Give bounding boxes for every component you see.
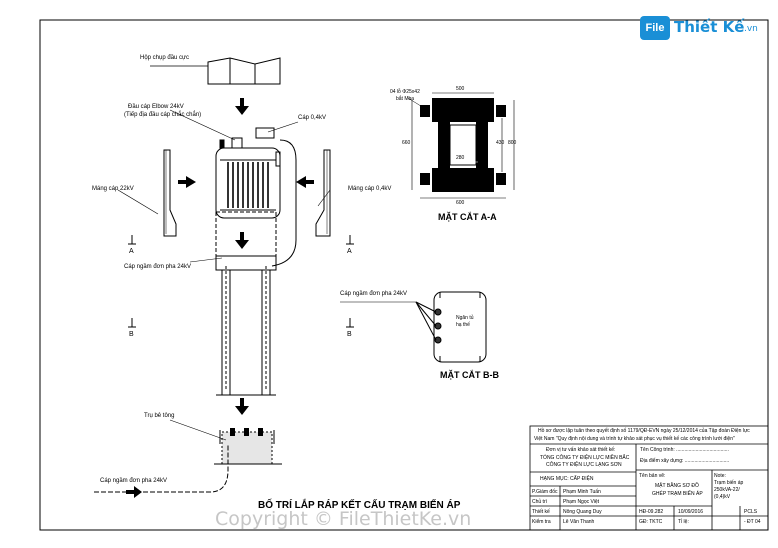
tb-stage: GĐ: TKTC	[639, 519, 663, 525]
aa-dim-right-a: 430	[496, 140, 505, 146]
support-column	[215, 255, 277, 396]
tb-name-3: Lê Văn Thanh	[563, 519, 595, 525]
tb-name-2: Nông Quang Duy	[563, 509, 602, 515]
tb-drawing-1: MẶT BẰNG SƠ ĐỒ	[655, 483, 699, 489]
section-b-right: B	[347, 331, 352, 338]
aa-dim-left: 660	[402, 140, 411, 146]
cable-tray-04kv	[315, 149, 331, 237]
label-elbow-2: (Tiếp địa đầu cáp chắc chắn)	[124, 112, 202, 118]
label-terminal-cover: Hộp chụp đầu cực	[140, 55, 190, 61]
tb-hd-code: HĐ-09.282	[639, 509, 664, 515]
cable-tray-22kv	[163, 149, 177, 237]
section-aa-title: MẶT CẮT A-A	[438, 212, 497, 222]
section-a-left: A	[129, 248, 134, 255]
base-frame	[215, 211, 277, 257]
tb-consultant-label: Đơn vị tư vấn khảo sát thiết kế:	[546, 447, 616, 453]
aa-dim-right-b: 800	[508, 140, 517, 146]
tb-note-3: (0,4)kV	[714, 494, 731, 500]
label-cable-04-top: Cáp 0,4kV	[298, 115, 327, 121]
section-a-right: A	[347, 248, 352, 255]
bb-box-text-2: hạ thế	[456, 322, 470, 328]
main-title: BỐ TRÍ LẮP RÁP KẾT CẤU TRẠM BIẾN ÁP	[258, 500, 461, 511]
tb-note-1: Trạm biến áp	[714, 480, 744, 486]
tb-note-label: Note:	[714, 473, 726, 479]
bb-box-text-1: Ngăn tủ	[456, 315, 474, 321]
section-aa-drawing	[407, 92, 515, 199]
logo-name: Thiết Kế	[674, 18, 745, 36]
section-marks	[128, 235, 354, 328]
label-elbow-1: Đầu cáp Elbow 24kV	[128, 104, 184, 110]
tb-company-1: TỔNG CÔNG TY ĐIỆN LỰC MIỀN BẮC	[540, 455, 630, 461]
tb-note-2: 250kVA-22/	[714, 487, 740, 493]
label-buried-cable-1: Cáp ngầm đơn pha 24kV	[124, 264, 191, 270]
site-logo[interactable]: File Thiết Kế .vn	[640, 14, 760, 42]
arrow-down-1	[235, 98, 249, 115]
tb-category: HẠNG MỤC: CẤP ĐIỆN	[540, 476, 594, 482]
section-b-left: B	[129, 331, 134, 338]
bb-cable-label: Cáp ngầm đơn pha 24kV	[340, 291, 407, 297]
tb-scale: Tỉ lệ:	[678, 519, 689, 525]
tb-name-0: Phạm Minh Tuấn	[563, 489, 601, 495]
section-bb-title: MẶT CẮT B-B	[440, 370, 499, 380]
tb-location: Địa điểm xây dựng: .....................…	[640, 458, 730, 464]
tb-role-2: Thiết kế	[532, 509, 550, 515]
label-tray-04kv: Máng cáp 0,4kV	[348, 186, 392, 192]
aa-dim-mid: 280	[456, 155, 465, 161]
approval-line-1: Hồ sơ được lập tuân theo quyết định số 1…	[538, 428, 750, 434]
copyright-watermark: Copyright © FileThietKe.vn	[215, 508, 472, 530]
label-buried-cable-2: Cáp ngầm đơn pha 24kV	[100, 478, 167, 484]
tb-sheet-2: - ĐT 04	[744, 519, 761, 525]
aa-dim-top: 500	[456, 86, 465, 92]
tb-role-0: P.Giám đốc	[532, 489, 558, 495]
arrow-down-3	[235, 398, 249, 415]
tb-name-1: Phạm Ngọc Việt	[563, 499, 600, 505]
arrow-left	[296, 176, 314, 188]
aa-note-2: bắt Mba	[396, 96, 415, 102]
tb-drawing-label: Tên bản vẽ:	[639, 473, 666, 479]
approval-line-2: Việt Nam "Quy định nội dung và trình tự …	[534, 436, 735, 442]
title-block	[529, 425, 769, 531]
buried-cable	[94, 445, 229, 493]
sheet-frame	[39, 19, 769, 531]
terminal-cover	[207, 57, 281, 85]
tb-drawing-2: GHÉP TRẠM BIẾN ÁP	[652, 491, 703, 497]
tb-date: 10/09/2016	[678, 509, 704, 515]
tb-project-name: Tên Công trình: ........................…	[640, 447, 729, 453]
arrow-down-2	[235, 232, 249, 249]
transformer	[215, 127, 281, 219]
tb-sheet-1: PCLS	[744, 509, 758, 515]
tb-role-1: Chủ trì	[532, 499, 548, 505]
label-concrete-pillar: Trụ bê tông	[144, 413, 175, 419]
aa-note-1: 04 lỗ Φ25x42	[390, 89, 420, 95]
arrow-right	[178, 176, 196, 188]
logo-suffix: .vn	[744, 24, 758, 34]
section-bb-drawing	[340, 291, 487, 363]
foundation	[214, 428, 282, 465]
tb-role-3: Kiểm tra	[532, 519, 551, 525]
label-tray-22kv: Máng cáp 22kV	[92, 186, 134, 192]
tb-company-2: CÔNG TY ĐIỆN LỰC LẠNG SƠN	[546, 462, 622, 468]
logo-badge: File	[640, 16, 670, 40]
aa-dim-bottom: 600	[456, 200, 465, 206]
